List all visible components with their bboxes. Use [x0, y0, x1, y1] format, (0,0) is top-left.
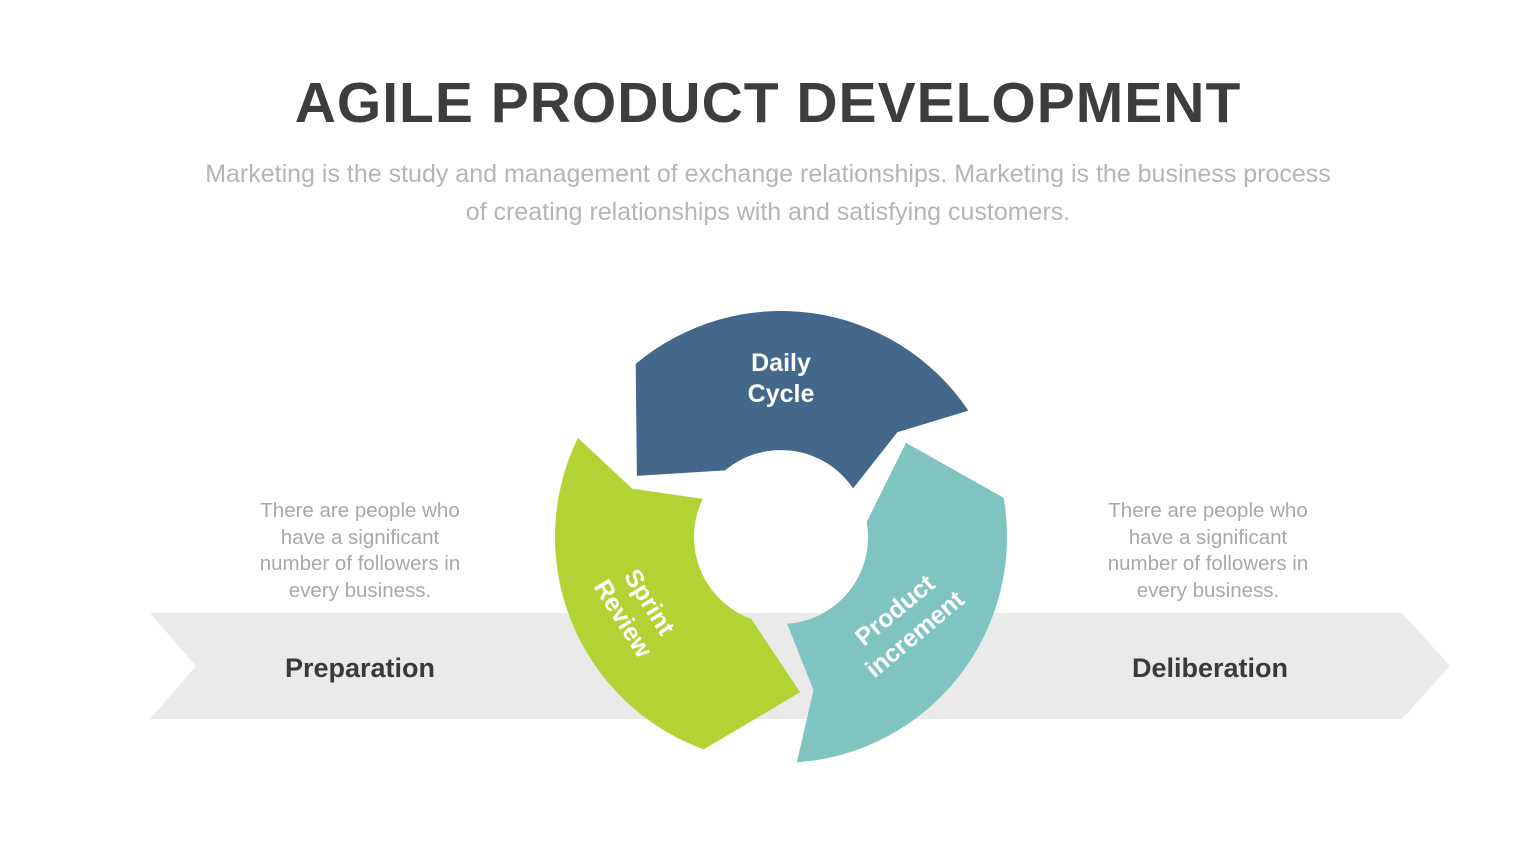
segment-daily-cycle	[635, 310, 969, 489]
right-description-line: There are people who	[1108, 499, 1308, 522]
segment-label-line: Cycle	[747, 379, 815, 408]
right-description-line: every business.	[1136, 578, 1280, 602]
right-description-line: have a significant	[1128, 525, 1288, 549]
page-title: AGILE PRODUCT DEVELOPMENT	[294, 71, 1242, 135]
segment-label-daily-cycle: Daily Cycle	[701, 348, 861, 409]
stage-label-preparation: Preparation	[284, 653, 436, 683]
page-subtitle: Marketing is the study and management of…	[205, 160, 1331, 226]
left-description-line: number of followers in	[259, 552, 461, 575]
stage-label-deliberation: Deliberation	[1131, 653, 1289, 683]
left-description-line: every business.	[288, 578, 432, 602]
right-description-line: number of followers in	[1107, 552, 1309, 575]
segment-label-line: Daily	[751, 349, 811, 377]
segment-sprint-review	[554, 437, 801, 750]
segment-product-increment	[787, 442, 1008, 763]
left-description: There are people who have a significant …	[220, 498, 500, 604]
left-description-line: have a significant	[280, 525, 440, 549]
left-description-line: There are people who	[260, 499, 460, 522]
right-description: There are people who have a significant …	[1068, 498, 1348, 604]
